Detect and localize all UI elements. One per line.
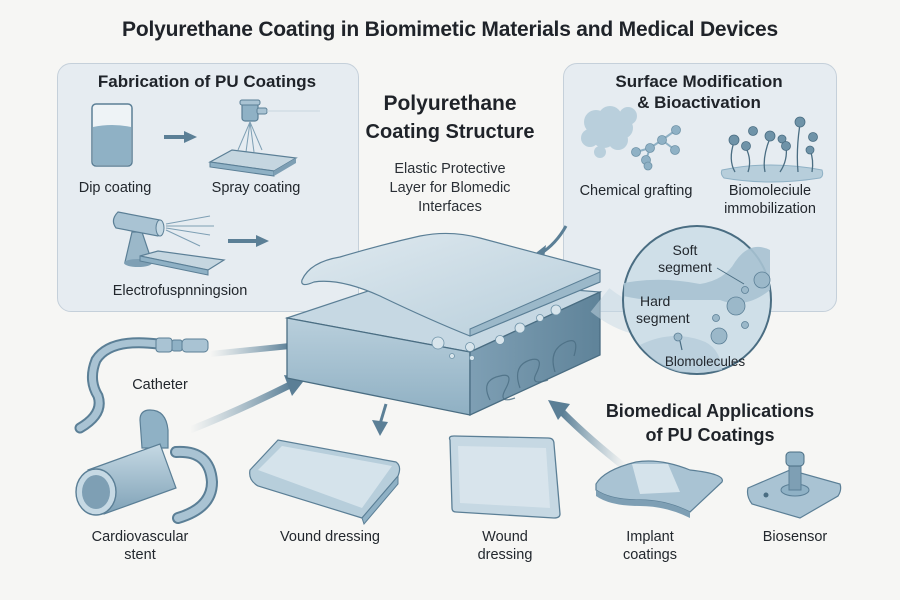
spray-coating-label: Spray coating xyxy=(211,180,301,196)
vound-dressing-label: Vound dressing xyxy=(280,529,380,545)
hard-segment-line1: Hard xyxy=(640,293,671,309)
spray-nozzle-icon xyxy=(208,99,320,177)
fabrication-title: Fabrication of PU Coatings xyxy=(97,72,317,91)
stent-icon xyxy=(75,409,219,524)
biosensor-icon xyxy=(746,451,842,519)
structure-title-line1: Polyurethane xyxy=(383,92,517,115)
structure-subtitle-line2: Layer for Blomedic xyxy=(389,180,511,196)
chemical-grafting-label: Chemical grafting xyxy=(579,183,693,199)
diagram-title: Polyurethane Coating in Biomimetic Mater… xyxy=(122,18,778,41)
soft-segment-line1: Soft xyxy=(672,242,698,258)
molecule-cluster-icon xyxy=(581,106,681,171)
wound-dressing-line2: dressing xyxy=(477,547,533,563)
catheter-connector xyxy=(209,343,291,357)
biomolecule-immobilization-line1: Biomoleciule xyxy=(728,183,812,199)
wound-dressing-line1: Wound xyxy=(482,529,528,545)
catheter-icon xyxy=(74,337,209,434)
biomolecules-label: Blomolecules xyxy=(664,354,746,369)
structure-subtitle-line1: Elastic Protective xyxy=(394,161,506,177)
structure-subtitle-line3: Interfaces xyxy=(418,199,482,215)
dip-coating-label: Dip coating xyxy=(78,180,152,196)
magnifier-view xyxy=(590,225,772,375)
biomolecule-immobilization-line2: immobilization xyxy=(724,201,816,217)
stent-label-line2: stent xyxy=(124,547,156,563)
electrospinning-icon xyxy=(112,211,226,276)
implant-coatings-line1: Implant xyxy=(626,529,674,545)
surface-title-line2: & Bioactivation xyxy=(637,93,761,112)
soft-segment-line2: segment xyxy=(658,259,712,275)
arrow-right-icon xyxy=(164,131,197,143)
structure-title-line2: Coating Structure xyxy=(365,121,535,143)
biosensor-label: Biosensor xyxy=(762,529,828,545)
arrow-right-icon xyxy=(228,235,269,247)
wound-patch-icon xyxy=(448,435,561,519)
implant-icon xyxy=(595,460,723,518)
implant-coatings-line2: coatings xyxy=(622,547,677,563)
beaker-icon xyxy=(91,103,133,167)
electrospinning-label: Electrofuspnningsion xyxy=(112,283,248,299)
catheter-label: Catheter xyxy=(132,377,188,393)
surface-title-line1: Surface Modification xyxy=(615,72,783,91)
stent-label-line1: Cardiovascular xyxy=(91,529,189,545)
pu-coating-block xyxy=(284,232,603,417)
dressing-pad-icon xyxy=(249,439,401,525)
hard-segment-line2: segment xyxy=(636,310,690,326)
applications-title-line2: of PU Coatings xyxy=(645,425,775,445)
arrow-up-left-icon xyxy=(548,400,629,471)
arrow-down-icon xyxy=(372,403,388,436)
applications-title-line1: Biomedical Applications xyxy=(605,401,815,421)
biomolecule-brush-icon xyxy=(720,116,824,183)
